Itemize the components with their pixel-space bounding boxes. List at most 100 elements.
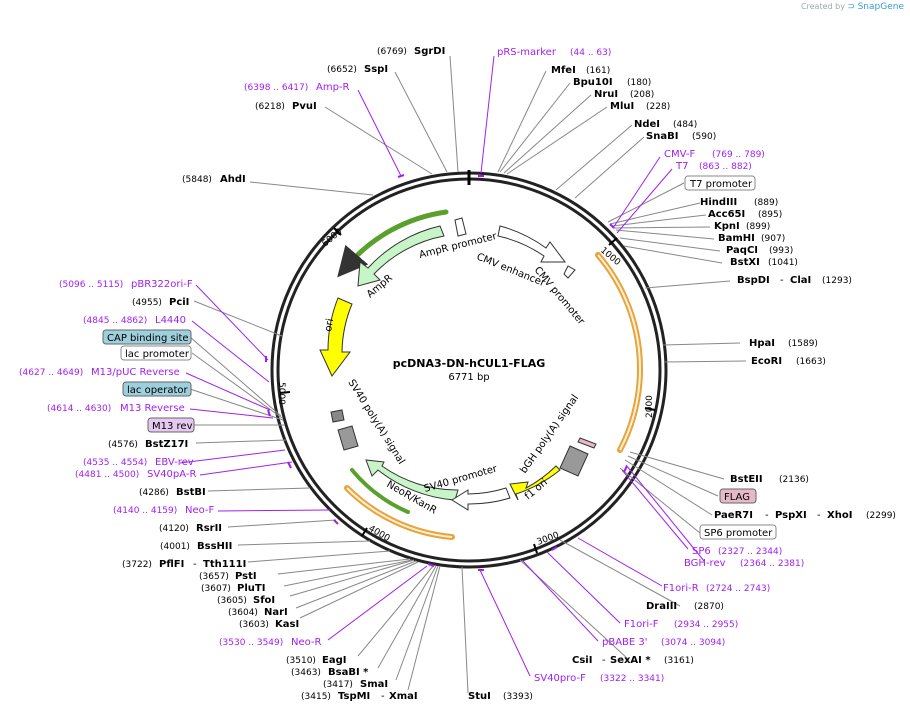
svg-text:EBV-rev: EBV-rev: [155, 457, 194, 468]
svg-text:KasI: KasI: [275, 619, 299, 630]
svg-text:EagI: EagI: [322, 655, 346, 666]
tick-5000: 5000: [276, 382, 286, 405]
svg-text:PciI: PciI: [169, 297, 189, 308]
label-prs-marker: pRS-marker(44 .. 63): [497, 47, 611, 58]
sv40-promoter-shape: [451, 487, 511, 511]
svg-text:HindIII: HindIII: [700, 197, 737, 208]
svg-text:BstZ17I: BstZ17I: [145, 439, 188, 450]
svg-text:SP6: SP6: [692, 546, 711, 557]
svg-text:(6218): (6218): [255, 102, 285, 112]
svg-text:(2724 .. 2743): (2724 .. 2743): [706, 584, 770, 594]
svg-text:(4140 .. 4159): (4140 .. 4159): [113, 506, 177, 516]
label-t7-promoter: T7 promoter: [684, 175, 756, 191]
label-f1ori-r: F1ori-R (2724 .. 2743): [663, 583, 770, 594]
label-tspmi-xmai: (3415)TspMI- XmaI: [301, 691, 418, 702]
label-kpni: KpnI(899): [714, 221, 770, 232]
ampr-green-arc: [337, 209, 449, 278]
plasmid-name: pcDNA3-DN-hCUL1-FLAG: [393, 357, 546, 370]
svg-text:(3604): (3604): [228, 608, 258, 618]
svg-text:Neo-R: Neo-R: [291, 637, 322, 648]
label-f1ori-f: F1ori-F(2934 .. 2955): [624, 619, 738, 630]
svg-text:NdeI: NdeI: [634, 119, 660, 130]
svg-text:KpnI: KpnI: [714, 221, 740, 232]
svg-text:SfoI: SfoI: [253, 595, 275, 606]
label-l4440: (4845 .. 4862)L4440: [83, 315, 186, 326]
svg-text:T7: T7: [675, 161, 688, 172]
label-m13-puc-reverse: (4627 .. 4649)M13/pUC Reverse: [19, 367, 180, 378]
svg-text:BstEII: BstEII: [730, 474, 763, 485]
label-m13-rev: M13 rev: [147, 417, 195, 433]
svg-text:(4955): (4955): [132, 298, 162, 308]
svg-text:Neo-F: Neo-F: [185, 505, 215, 516]
feature-sv40-promoter: SV40 promoter: [423, 463, 499, 495]
svg-text:SspI: SspI: [364, 64, 388, 75]
svg-text:(6769): (6769): [377, 47, 407, 57]
svg-text:(3605): (3605): [217, 596, 247, 606]
svg-text:(4481 .. 4500): (4481 .. 4500): [75, 470, 139, 480]
label-nrui: NruI(208): [594, 89, 654, 100]
svg-text:(3530 .. 3549): (3530 .. 3549): [219, 638, 283, 648]
svg-text:pRS-marker: pRS-marker: [497, 47, 557, 58]
svg-text:(2870): (2870): [694, 602, 724, 612]
credit: Created by ⊃ SnapGene: [801, 2, 904, 12]
label-psti: (3657)PstI: [199, 571, 257, 582]
label-bsshii: (4001)BssHII: [160, 541, 232, 552]
svg-text:PflFI: PflFI: [159, 559, 184, 570]
svg-text:(4535 .. 4554): (4535 .. 4554): [83, 458, 147, 468]
label-pvui: (6218)PvuI: [255, 101, 317, 112]
ampr-shape: [357, 225, 445, 287]
svg-text:PaeR7I: PaeR7I: [714, 510, 753, 521]
label-sp6: SP6(2327 .. 2344): [692, 546, 782, 557]
label-bspdi-clai: BspDI- ClaI(1293): [737, 275, 852, 286]
label-hpai: HpaI(1589): [749, 338, 818, 349]
svg-text:(3417): (3417): [323, 680, 353, 690]
svg-text:(2136): (2136): [779, 475, 809, 485]
svg-text:PspXI: PspXI: [775, 510, 807, 521]
label-bsteii: BstEII (2136): [730, 474, 809, 485]
svg-text:(4001): (4001): [160, 542, 190, 552]
credit-prefix: Created by: [800, 2, 845, 11]
svg-text:M13 rev: M13 rev: [152, 421, 193, 432]
svg-text:MluI: MluI: [610, 101, 634, 112]
label-ahdi: (5848)AhdI: [182, 174, 246, 185]
label-bgh-rev: BGH-rev(2364 .. 2381): [684, 558, 804, 569]
svg-text:(3722): (3722): [122, 560, 152, 570]
svg-text:TspMI: TspMI: [338, 691, 370, 702]
label-stui: StuI(3393): [468, 691, 533, 702]
svg-text:(769 .. 789): (769 .. 789): [712, 150, 765, 160]
svg-text:Tth111I: Tth111I: [203, 559, 246, 570]
svg-text:StuI: StuI: [468, 691, 491, 702]
label-bstbi: (4286)BstBI: [139, 487, 206, 498]
svg-text:(6652): (6652): [327, 65, 357, 75]
svg-text:RsrII: RsrII: [196, 523, 222, 534]
label-pcii: (4955) PciI: [132, 297, 189, 308]
svg-text:(3603): (3603): [239, 620, 269, 630]
label-smai: (3417)SmaI: [323, 679, 388, 690]
svg-text:Bpu10I: Bpu10I: [573, 77, 613, 88]
svg-text:(889): (889): [754, 198, 778, 208]
svg-text:(484): (484): [673, 120, 697, 130]
label-paer7i-pspxi-xhoi: PaeR7I- PspXI- XhoI(2299): [714, 510, 896, 521]
svg-text:pBABE 3': pBABE 3': [602, 637, 648, 648]
neo-green-arc: [350, 468, 410, 514]
ori-shape: [319, 297, 353, 377]
label-pluti: (3607)PluTI: [201, 583, 265, 594]
svg-text:-: -: [381, 691, 385, 702]
svg-text:(4120): (4120): [159, 524, 189, 534]
svg-text:(5096 .. 5115): (5096 .. 5115): [59, 280, 123, 290]
label-acc65i: Acc65I(895): [708, 209, 782, 220]
svg-text:F1ori-R: F1ori-R: [663, 583, 699, 594]
feature-cmv-promoter: CMV promoter: [532, 265, 587, 328]
label-hindiii: HindIII (889): [700, 197, 778, 208]
svg-text:(4576): (4576): [108, 440, 138, 450]
label-lac-promoter: lac promoter: [120, 345, 192, 361]
svg-text:lac promoter: lac promoter: [125, 349, 190, 360]
svg-text:-: -: [602, 655, 606, 666]
svg-text:(180): (180): [627, 78, 651, 88]
label-bstxi: BstXI(1041): [730, 257, 798, 268]
label-sfoi: (3605) SfoI: [217, 595, 275, 606]
svg-text:EcoRI: EcoRI: [751, 356, 782, 367]
svg-text:MfeI: MfeI: [551, 65, 576, 76]
tick-2000: 2000: [645, 395, 655, 418]
